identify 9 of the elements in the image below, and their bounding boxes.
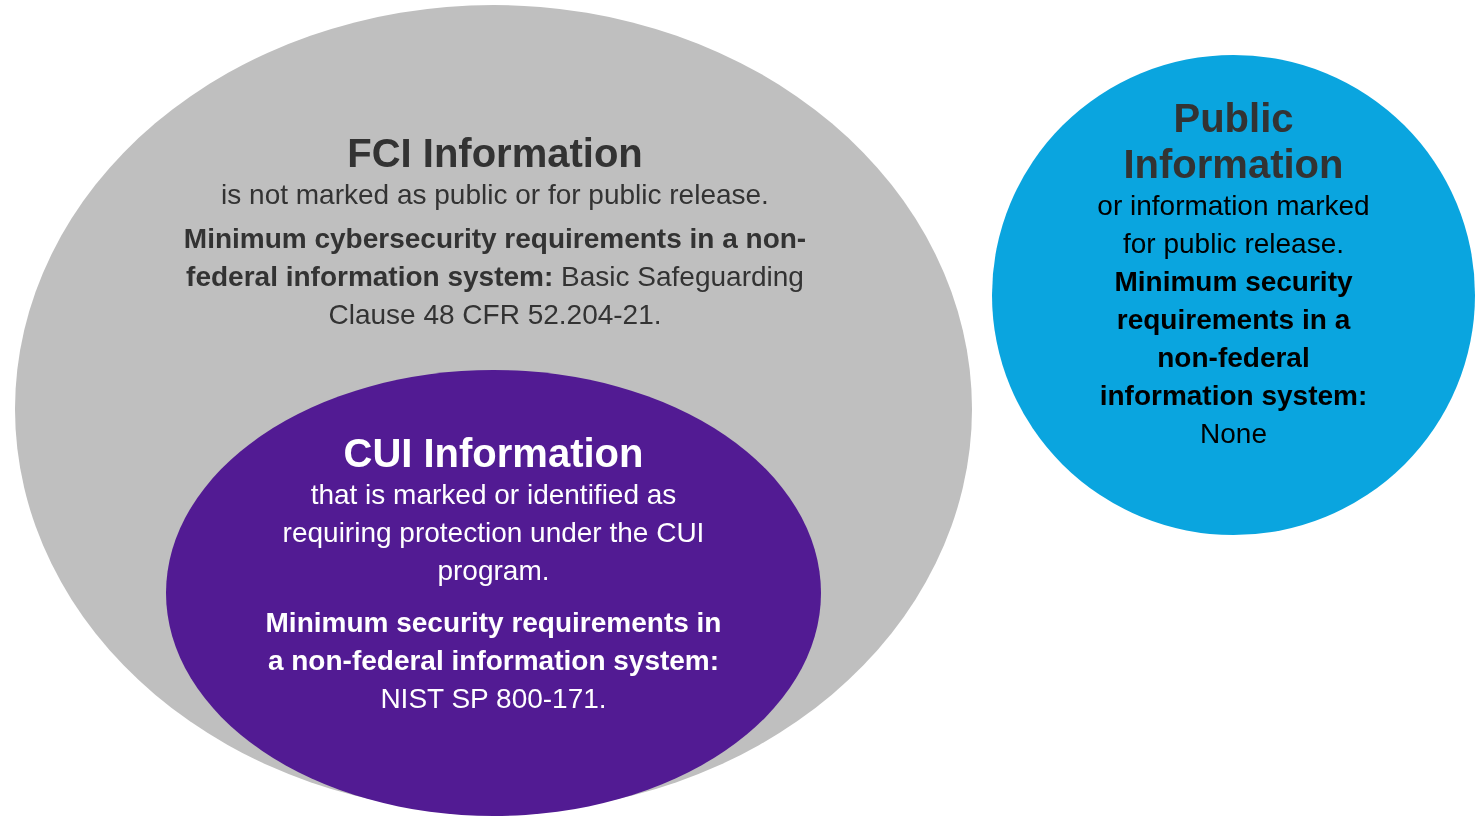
description: or information marked for public release. — [1096, 189, 1371, 261]
heading: Public Information — [1122, 95, 1345, 187]
requirement-text: Minimum cybersecurity requirements in a non-federal information system: Basic Safeguarding Clause 48 CFR 52.204-21. — [182, 222, 808, 332]
requirement-text: Minimum security requirements in a non-federal information system: NIST SP 800-171. — [264, 606, 723, 716]
description: is not marked as public or for public release. — [221, 178, 769, 212]
description: that is marked or identified as requiring protection under the CUI program. — [281, 478, 706, 588]
heading: FCI Information — [347, 130, 643, 176]
heading: CUI Information — [343, 430, 644, 476]
requirement-text: Minimum security requirements in a non-federal information system: None — [1098, 265, 1369, 451]
